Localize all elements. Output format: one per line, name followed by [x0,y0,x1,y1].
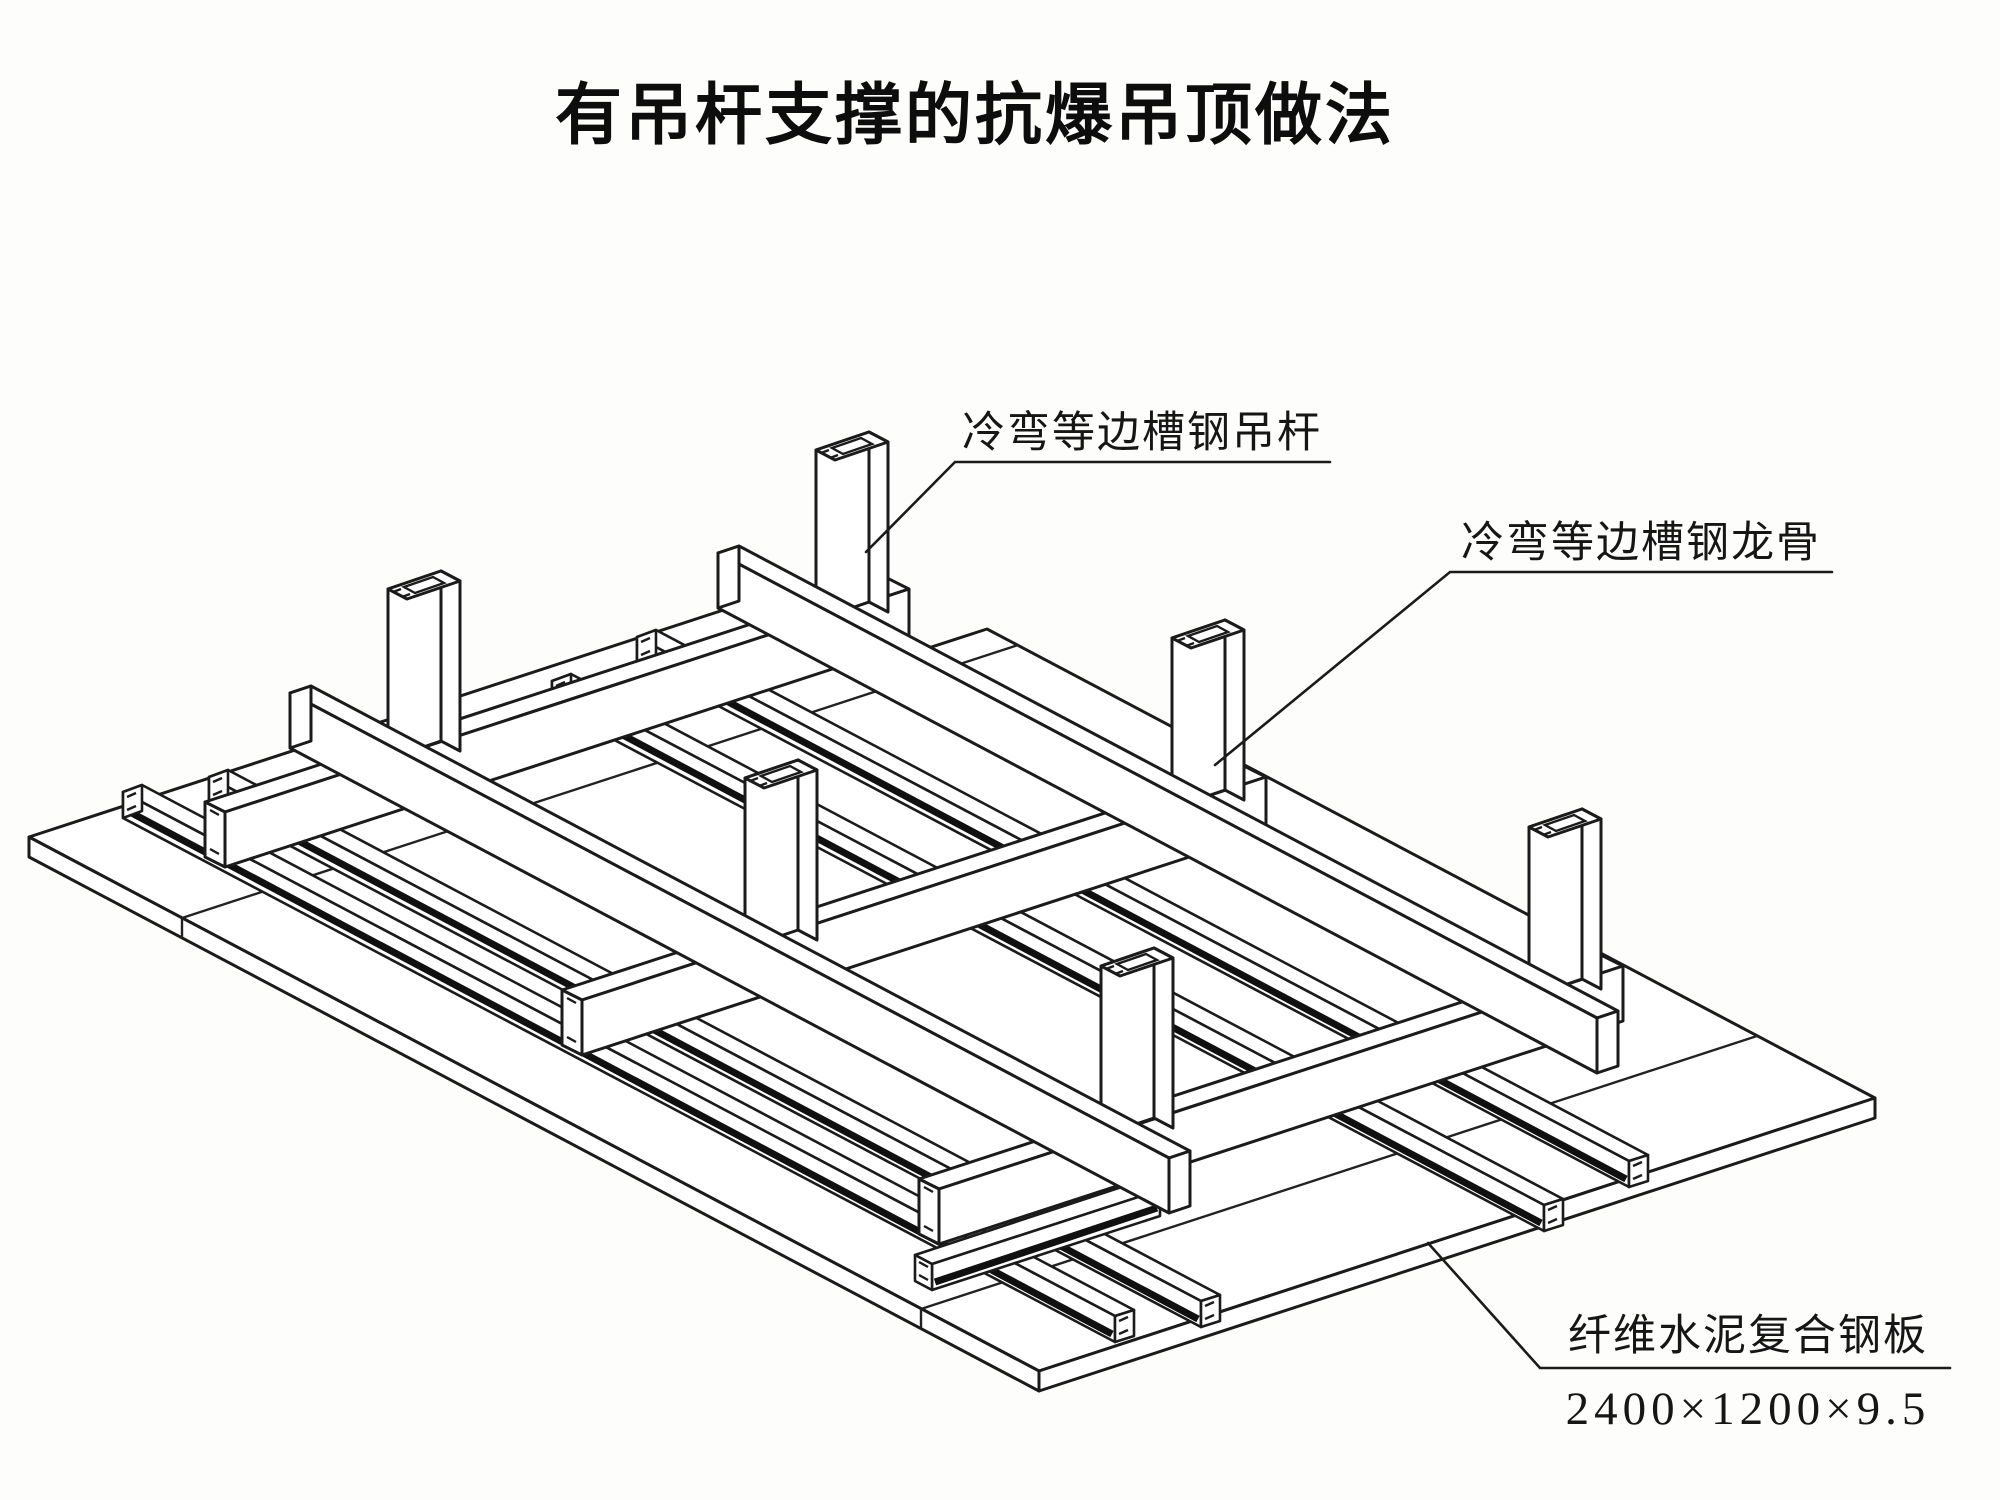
label-hanger: 冷弯等边槽钢吊杆 [962,409,1322,457]
label-keel: 冷弯等边槽钢龙骨 [1461,519,1821,567]
label-panel: 纤维水泥复合钢板 [1568,1313,1928,1360]
label-panel-size: 2400×1200×9.5 [1566,1383,1931,1435]
furring-channel-cross [913,1178,1162,1292]
leader-line-keel [1213,570,1834,767]
panel-front-right-edge [1037,1096,1877,1393]
hanger-rod-6 [1099,946,1175,1138]
leader-line-panel [1426,1241,1952,1370]
page-title: 有吊杆支撑的抗爆吊顶做法 [555,78,1395,153]
panel-seam [920,1034,1758,1311]
leader-line-hanger [864,460,1332,554]
